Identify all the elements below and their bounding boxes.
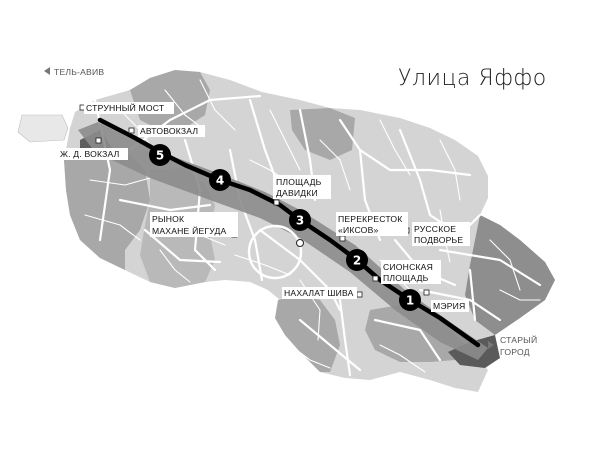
bus-station-label-bg — [138, 125, 205, 137]
railway-station-label: Ж. Д. ВОКЗАЛ — [60, 149, 120, 159]
stop-number-4: 4 — [216, 174, 224, 188]
stop-marker-2: 2 — [346, 249, 368, 271]
market-label-line2: МАХАНЕ ЙЕГУДА — [152, 225, 227, 236]
west-area — [17, 114, 69, 143]
old-city-label-line2: ГОРОД — [500, 347, 530, 357]
zion-square-label-line2: ПЛОЩАДЬ — [383, 273, 429, 283]
roundabout — [247, 224, 303, 280]
railway-station-label-bg — [58, 148, 128, 160]
tel-aviv-arrow-icon — [44, 67, 50, 75]
district-east — [465, 215, 555, 335]
string-bridge-label: СТРУННЫЙ МОСТ — [86, 102, 165, 113]
iksov-label-bg — [336, 212, 408, 236]
stop-marker-1: 1 — [399, 289, 421, 311]
district-southeast — [365, 305, 470, 362]
stop-marker-5: 5 — [149, 144, 171, 166]
jaffa-street-corridor — [78, 122, 488, 360]
stop-marker-3: 3 — [289, 209, 311, 231]
district-southwest — [64, 145, 150, 270]
nahalat-shiva-label: НАХАЛАТ ШИВА — [284, 288, 354, 298]
city-hall-label-bg — [431, 300, 469, 312]
zion-square-label-bg — [381, 260, 441, 284]
russian-compound-label-line1: РУССКОЕ — [414, 224, 456, 234]
bus-station-label: АВТОВОКЗАЛ — [140, 126, 198, 136]
stop-number-1: 1 — [406, 294, 414, 308]
tel-aviv-label: ТЕЛЬ-АВИВ — [54, 67, 104, 77]
market-label-line1: РЫНОК — [152, 214, 184, 224]
davidka-label-line2: ДАВИДКИ — [276, 188, 318, 198]
stop-number-3: 3 — [296, 214, 304, 228]
stop-number-2: 2 — [353, 254, 361, 268]
davidka-label-bg — [273, 175, 331, 199]
map-title: Улица Яффо — [398, 66, 547, 91]
old-city-arrow-icon — [488, 341, 494, 349]
iksov-label-line1: ПЕРЕКРЕСТОК — [338, 214, 403, 224]
russian-compound-label-line2: ПОДВОРЬЕ — [414, 235, 463, 245]
city-hall-label: МЭРИЯ — [433, 301, 465, 311]
district-south — [275, 295, 340, 372]
market-label-bg — [150, 212, 238, 237]
zion-square-label-line1: СИОНСКАЯ — [383, 262, 433, 272]
stop-marker-4: 4 — [209, 169, 231, 191]
nahalat-shiva-label-bg — [282, 287, 357, 299]
district-north-center — [290, 108, 355, 160]
district-northwest — [130, 70, 210, 130]
davidka-label-line1: ПЛОЩАДЬ — [276, 177, 322, 187]
string-bridge-label-bg — [84, 102, 174, 114]
old-city-label-line1: СТАРЫЙ — [500, 334, 537, 345]
stop-number-5: 5 — [156, 149, 164, 163]
iksov-label-line2: «ИКСОВ» — [338, 225, 378, 235]
roundabout-center — [296, 239, 304, 247]
russian-compound-label-bg — [412, 222, 470, 246]
